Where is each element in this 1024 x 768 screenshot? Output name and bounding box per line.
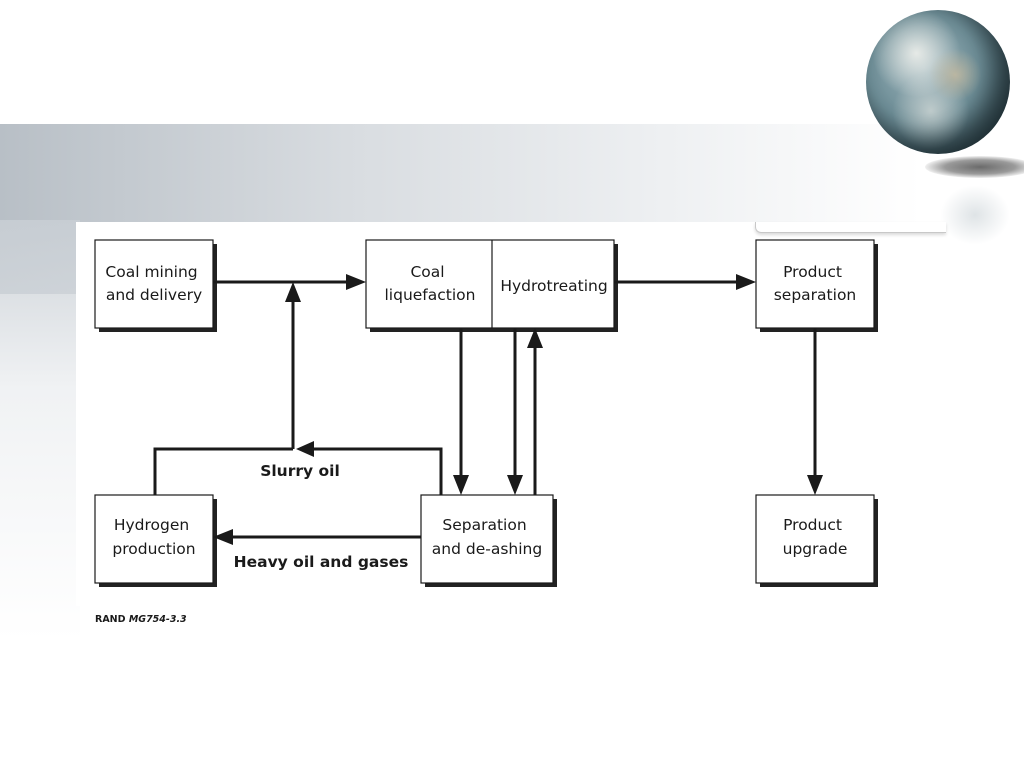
product-separation-box xyxy=(755,239,875,329)
liquefaction-to-deashing-arrowhead xyxy=(453,475,469,495)
figure-credit: RAND MG754-3.3 xyxy=(95,614,187,625)
hydrogen-production-box xyxy=(94,494,214,584)
hydrotreating-to-separation-arrowhead xyxy=(736,274,756,290)
globe-reflection xyxy=(940,185,1010,245)
separation-deashing-label: Separation and de-ashing xyxy=(432,516,542,558)
product-upgrade-box xyxy=(755,494,875,584)
deashing-to-hydrotreating-arrowhead xyxy=(527,328,543,348)
separation-to-upgrade-arrowhead xyxy=(807,475,823,495)
slurry-to-feed-arrowhead xyxy=(285,282,301,302)
separation-to-slurry-line xyxy=(312,447,443,495)
globe-icon xyxy=(866,10,1010,154)
deashing-to-hydrogen-arrowhead xyxy=(213,529,233,545)
figure-frame-corner xyxy=(755,222,946,233)
product-upgrade-label: Product upgrade xyxy=(783,516,848,558)
heavy-oil-label: Heavy oil and gases xyxy=(234,553,409,571)
side-gradient-fade xyxy=(0,220,80,640)
slurry-oil-label: Slurry oil xyxy=(260,462,340,480)
hydrogen-to-slurry-line xyxy=(153,447,293,495)
coal-mining-label: Coal mining and delivery xyxy=(105,263,202,304)
hydrotreating-to-deashing-arrowhead xyxy=(507,475,523,495)
product-separation-label: Product separation xyxy=(774,263,857,304)
coal-liquefaction-label: Coal liquefaction xyxy=(385,263,476,304)
globe-shadow xyxy=(925,156,1024,178)
liquefaction-hydrotreating-box xyxy=(365,239,615,329)
hydrotreating-label: Hydrotreating xyxy=(500,277,607,295)
hydrogen-production-label: Hydrogen production xyxy=(112,516,195,558)
mining-to-liquefaction-arrowhead xyxy=(346,274,366,290)
slurry-merge-arrowhead xyxy=(296,441,314,457)
coal-mining-box xyxy=(94,239,214,329)
separation-deashing-box xyxy=(420,494,554,584)
